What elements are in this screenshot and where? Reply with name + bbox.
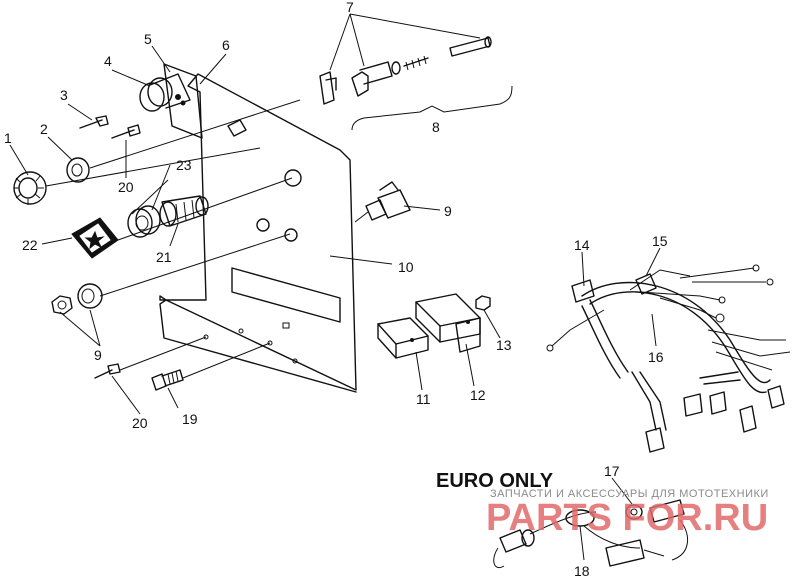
callout-22: 22 (22, 237, 38, 253)
lock-washer-lower (77, 283, 103, 309)
callout-15: 15 (652, 233, 668, 249)
watermark-brand: PARTS FOR.RU (486, 497, 768, 539)
callout-4: 4 (104, 53, 112, 69)
callout-18: 18 (574, 563, 590, 579)
indicator-lens (71, 217, 119, 259)
nut-13 (475, 295, 491, 311)
leader-lines (9, 13, 661, 561)
euro-assembly (493, 499, 688, 568)
watermark-tagline: ЗАПЧАСТИ И АКСЕССУАРЫ ДЛЯ МОТОТЕХНИКИ (490, 488, 769, 500)
bezel-nut (127, 205, 161, 238)
callout-numbers: 1 2 3 4 5 6 7 8 9 9 9 10 11 12 13 14 15 … (4, 0, 668, 579)
lock-ring (13, 171, 47, 205)
mounting-panel (159, 73, 357, 393)
lamp-socket (159, 195, 209, 227)
callout-16: 16 (648, 349, 664, 365)
screw-3 (79, 115, 109, 129)
switch-housing (139, 73, 191, 112)
rubber-pad-11 (377, 317, 429, 359)
screw-20-lower (94, 363, 121, 379)
callout-3: 3 (60, 87, 68, 103)
callout-11: 11 (416, 391, 431, 407)
callout-9-left: 9 (94, 347, 102, 363)
callout-20-lower: 20 (132, 415, 148, 431)
callout-17: 17 (604, 463, 620, 479)
callout-7: 7 (346, 0, 354, 15)
callout-1: 1 (4, 130, 12, 146)
rubber-pad-12 (415, 293, 481, 353)
callout-21: 21 (156, 249, 172, 265)
callout-13: 13 (496, 337, 512, 353)
callout-14: 14 (574, 237, 590, 253)
callout-23: 23 (176, 157, 192, 173)
callout-2: 2 (40, 121, 48, 137)
callout-19: 19 (182, 411, 198, 427)
callout-6: 6 (222, 37, 230, 53)
callout-12: 12 (470, 387, 486, 403)
wiring-harness (546, 264, 791, 453)
star-washer (66, 157, 90, 183)
key-switch-assembly (319, 36, 492, 105)
callout-10: 10 (398, 259, 414, 275)
hex-nut-lower (51, 295, 73, 315)
screw-20-upper (111, 124, 141, 139)
panel-bracket (163, 63, 203, 139)
toggle-switch (365, 181, 411, 221)
callout-20-upper: 20 (118, 179, 134, 195)
callout-9-right: 9 (444, 203, 452, 219)
callout-8: 8 (432, 119, 440, 135)
callout-5: 5 (144, 31, 152, 47)
bolt (151, 369, 184, 391)
watermark: ЗАПЧАСТИ И АКСЕССУАРЫ ДЛЯ МОТОТЕХНИКИ PA… (486, 488, 769, 539)
euro-only-label: EURO ONLY (436, 470, 554, 492)
